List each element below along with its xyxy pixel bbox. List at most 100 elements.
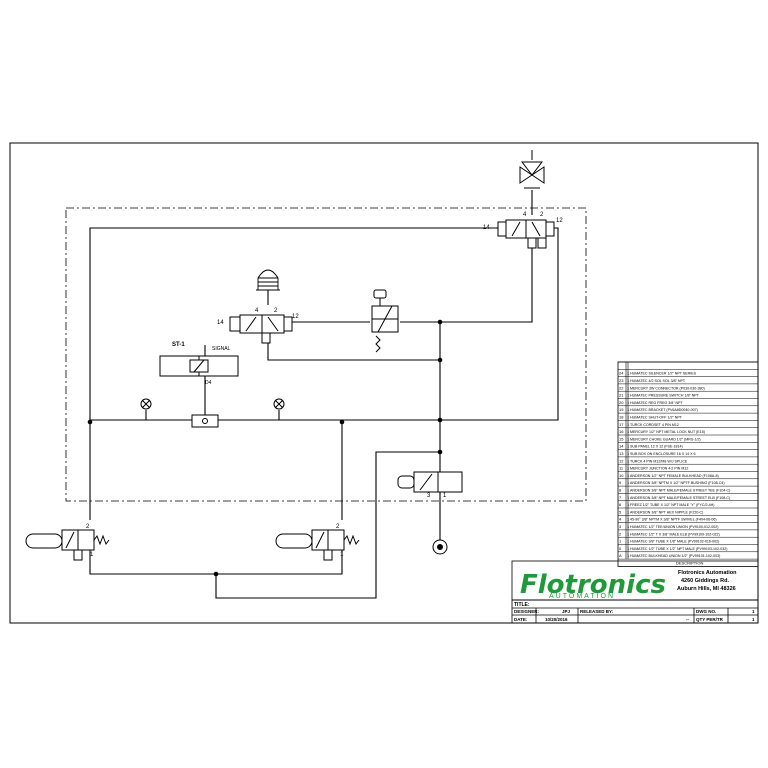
bottom-left-valve [25,529,110,561]
bom-item-description: MERCURY 3W CONNECTOR (P030-030-380) [630,386,705,390]
bom-item-description: FREEZ 1/2" TUBE X 1/2" NPT MALE "Y" (FYC… [630,503,714,507]
bom-item-number: 9 [619,480,622,485]
bottom-right-valve [275,529,360,561]
bom-item-number: 19 [619,407,624,412]
bom-item-number: 14 [619,444,624,449]
pushbutton-valve [371,289,399,353]
bom-item-qty: 1 [627,458,630,463]
left-valve-port-2: 2 [86,524,90,530]
bom-item-description: HUMATEC 1/2" TUBE X 1/2" NPT MALE (PV991… [630,547,727,551]
bom-item-number: A [619,553,622,558]
bom-item-qty: 1 [627,415,630,420]
d4-label: D4 [205,380,212,386]
top-valve-port-14: 14 [483,225,490,231]
bottom-valve-port-3: 3 [427,493,431,499]
drawing-border [9,142,759,624]
bom-item-number: 13 [619,451,624,456]
bom-item-qty: 1 [627,495,630,500]
title-block [511,560,759,624]
date-value: 10/20/2016 [545,617,568,622]
signal-block [159,355,239,377]
indicator-lamp-right-icon [273,398,285,410]
bom-item-description: TURCK CORDSET 4 PIN M12 [630,423,679,427]
bom-item-description: ANDERSON 3/8" NPT MALE/FEMALE STREET TEE… [630,489,730,493]
indicator-lamp-left-icon [140,398,152,410]
bom-item-description: MERCURY 1/2" NPT METAL LOCK NUT (E15) [630,430,705,434]
st1-label: ST-1 [172,342,185,348]
bom-item-number: 3 [619,524,622,529]
enclosure-boundary [65,207,587,502]
bom-item-qty: 1 [627,407,630,412]
bom-item-qty: 1 [627,371,630,376]
bom-item-qty: 1 [627,393,630,398]
bom-item-description: HUMATEC SHUT-OFF 1/2" NPT [630,416,683,420]
bom-item-qty: 1 [627,466,630,471]
bom-item-number: 11 [619,466,624,471]
bom-item-number: 20 [619,400,624,405]
bom-item-qty: 1 [627,539,630,544]
bom-item-qty: 1 [627,524,630,529]
bom-item-number: 17 [619,422,624,427]
bom-item-qty: 1 [627,473,630,478]
bom-item-number: 21 [619,393,624,398]
mid-valve-port-12: 12 [292,314,299,320]
company-name: Flotronics Automation [678,570,737,576]
designer-value: JPJ [562,609,571,614]
bom-item-qty: 1 [627,378,630,383]
right-valve-port-2: 2 [336,524,340,530]
signal-label: SIGNAL [212,346,231,352]
brand-logo-text: Flotronics [520,570,666,600]
bom-item-qty: 1 [627,444,630,449]
bom-footer-label: DESCRIPTION [676,561,703,566]
bom-item-number: 7 [619,495,622,500]
top-valve-port-2: 2 [540,212,544,218]
bom-item-number: 23 [619,378,624,383]
bom-item-qty: 1 [627,400,630,405]
date-label: DATE: [514,617,528,622]
bom-item-description: MERCURY CHOKE GUARD 1/2" (MRS-1/2) [630,437,701,441]
bom-item-qty: 1 [627,480,630,485]
bom-item-number: 6 [619,502,622,507]
bom-item-number: 4 [619,517,622,522]
top-valve-port-12: 12 [556,218,563,224]
bom-item-qty: 1 [627,436,630,441]
air-source-icon [432,539,448,555]
top-solenoid-valve [497,219,555,249]
bom-item-description: TURCK 4 PIN M12/M8 W/J SPLICE [630,459,688,463]
bom-item-number: 24 [619,371,624,376]
qty-per-value: 1 [752,617,755,622]
bom-item-number: 2 [619,531,622,536]
bom-item-qty: 1 [627,385,630,390]
bom-item-description: ANDERSON 3/8" NPTM X 1/2" NPTF BUSHING (… [630,481,725,485]
mid-valve-port-2: 2 [274,308,278,314]
bom-item-description: HUMATEC 4/2 SOL SOL 3/8" NPT [630,379,686,383]
bom-item-qty: 1 [627,488,630,493]
bom-item-number: 15 [619,436,624,441]
bom-item-description: MERCURY JUNCTION 4-2 PIN M12 [630,467,688,471]
title-label: TITLE: [514,602,530,608]
bom-item-description: 45-90° 3/8" NPTM X 3/8" NPTF SWIVEL (F40… [630,518,717,522]
bom-item-qty: 1 [627,531,630,536]
bom-item-description: HUMATEC BRACKET (PV6A8D0040-007) [630,408,698,412]
bom-item-number: 8 [619,488,622,493]
bom-item-description: HUMATEC 1/2" TEE/UNION UNION (PV9100-012… [630,525,718,529]
bom-item-number: 5 [619,509,622,514]
bom-item-qty: 1 [627,517,630,522]
released-value-dash: -- [686,617,689,622]
bom-item-number: 0 [619,546,622,551]
bom-item-number: 1 [619,539,622,544]
mid-valve-port-14: 14 [217,320,224,326]
bom-item-description: HUMATEC 3/8" TUBE X 1/8" MALE (PV99102-0… [630,540,719,544]
bottom-valve-port-1: 1 [443,493,447,499]
dwg-no-label: DWG NO. [696,609,716,614]
bom-item-description: ANDERSON 1/2" NPT FEMALE BULKHEAD (F108A… [630,474,719,478]
company-address-line1: 4260 Giddings Rd. [681,578,729,584]
left-valve-port-1: 1 [90,552,94,558]
bom-item-number: 12 [619,458,624,463]
bom-item-qty: 1 [627,422,630,427]
company-address-line2: Auburn Hills, MI 48326 [677,586,736,592]
bom-item-description: ANDERSON 3/8" NPT MALE/FEMALE STREET ELB… [630,496,730,500]
bom-item-qty: 1 [627,546,630,551]
right-valve-port-1: 1 [340,552,344,558]
